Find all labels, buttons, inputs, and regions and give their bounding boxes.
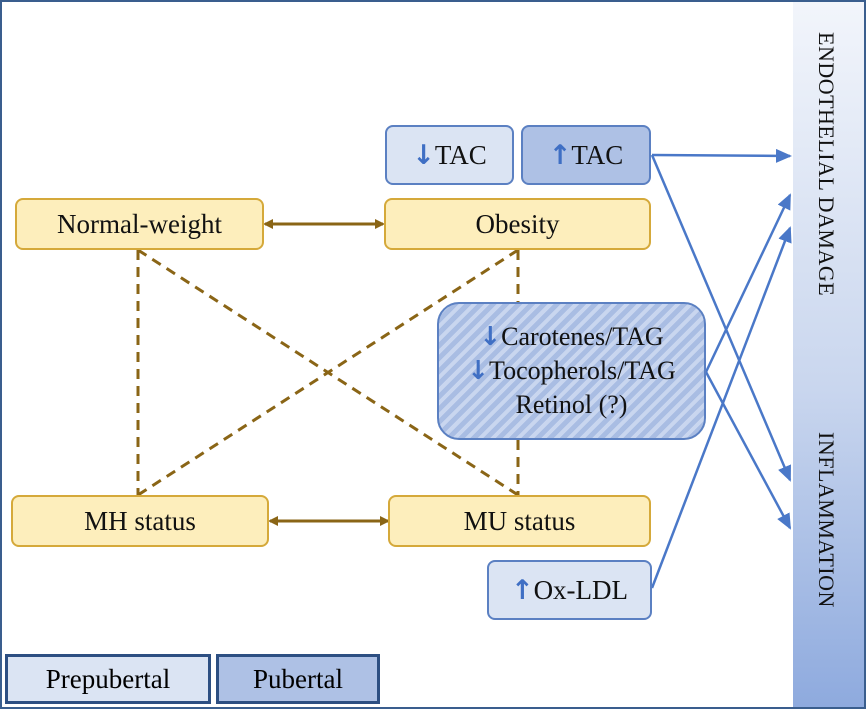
outcome-arrows [650,148,792,589]
legend-pubertal: Pubertal [216,654,380,704]
mh-status-box: MH status [11,495,269,547]
obesity-box: Obesity [384,198,651,250]
legend-prepubertal: Prepubertal [5,654,211,704]
ox-ldl-label: Ox-LDL [533,574,629,605]
dashed-links [136,248,520,497]
tocopherols-line: ↓Tocopherols/TAG [467,354,676,388]
antioxidant-box: ↓Carotenes/TAG ↓Tocopherols/TAG Retinol … [437,302,706,440]
ox-ldl-box: ↑Ox-LDL [487,560,652,620]
outcome-sidebar: ENDOTHELIAL DAMAGE INFLAMMATION [793,2,864,707]
tac-pubertal-box: ↑TAC [521,125,651,185]
carotenes-line: ↓Carotenes/TAG [479,320,663,354]
tac-down-label: TAC [434,139,487,170]
down-arrow-icon: ↓ [467,356,490,386]
tocopherols-label: Tocopherols/TAG [489,356,676,385]
up-arrow-icon: ↑ [548,139,572,171]
down-arrow-icon: ↓ [412,139,435,171]
retinol-label: Retinol (?) [515,390,628,419]
tac-prepubertal-box: ↓TAC [385,125,514,185]
up-arrow-icon: ↑ [510,574,534,606]
down-arrow-icon: ↓ [479,322,502,352]
carotenes-label: Carotenes/TAG [501,322,664,351]
inflammation-label: INFLAMMATION [814,432,839,608]
tac-up-label: TAC [571,139,624,170]
normal-weight-box: Normal-weight [15,198,264,250]
mu-status-box: MU status [388,495,651,547]
endothelial-damage-label: ENDOTHELIAL DAMAGE [814,32,839,297]
